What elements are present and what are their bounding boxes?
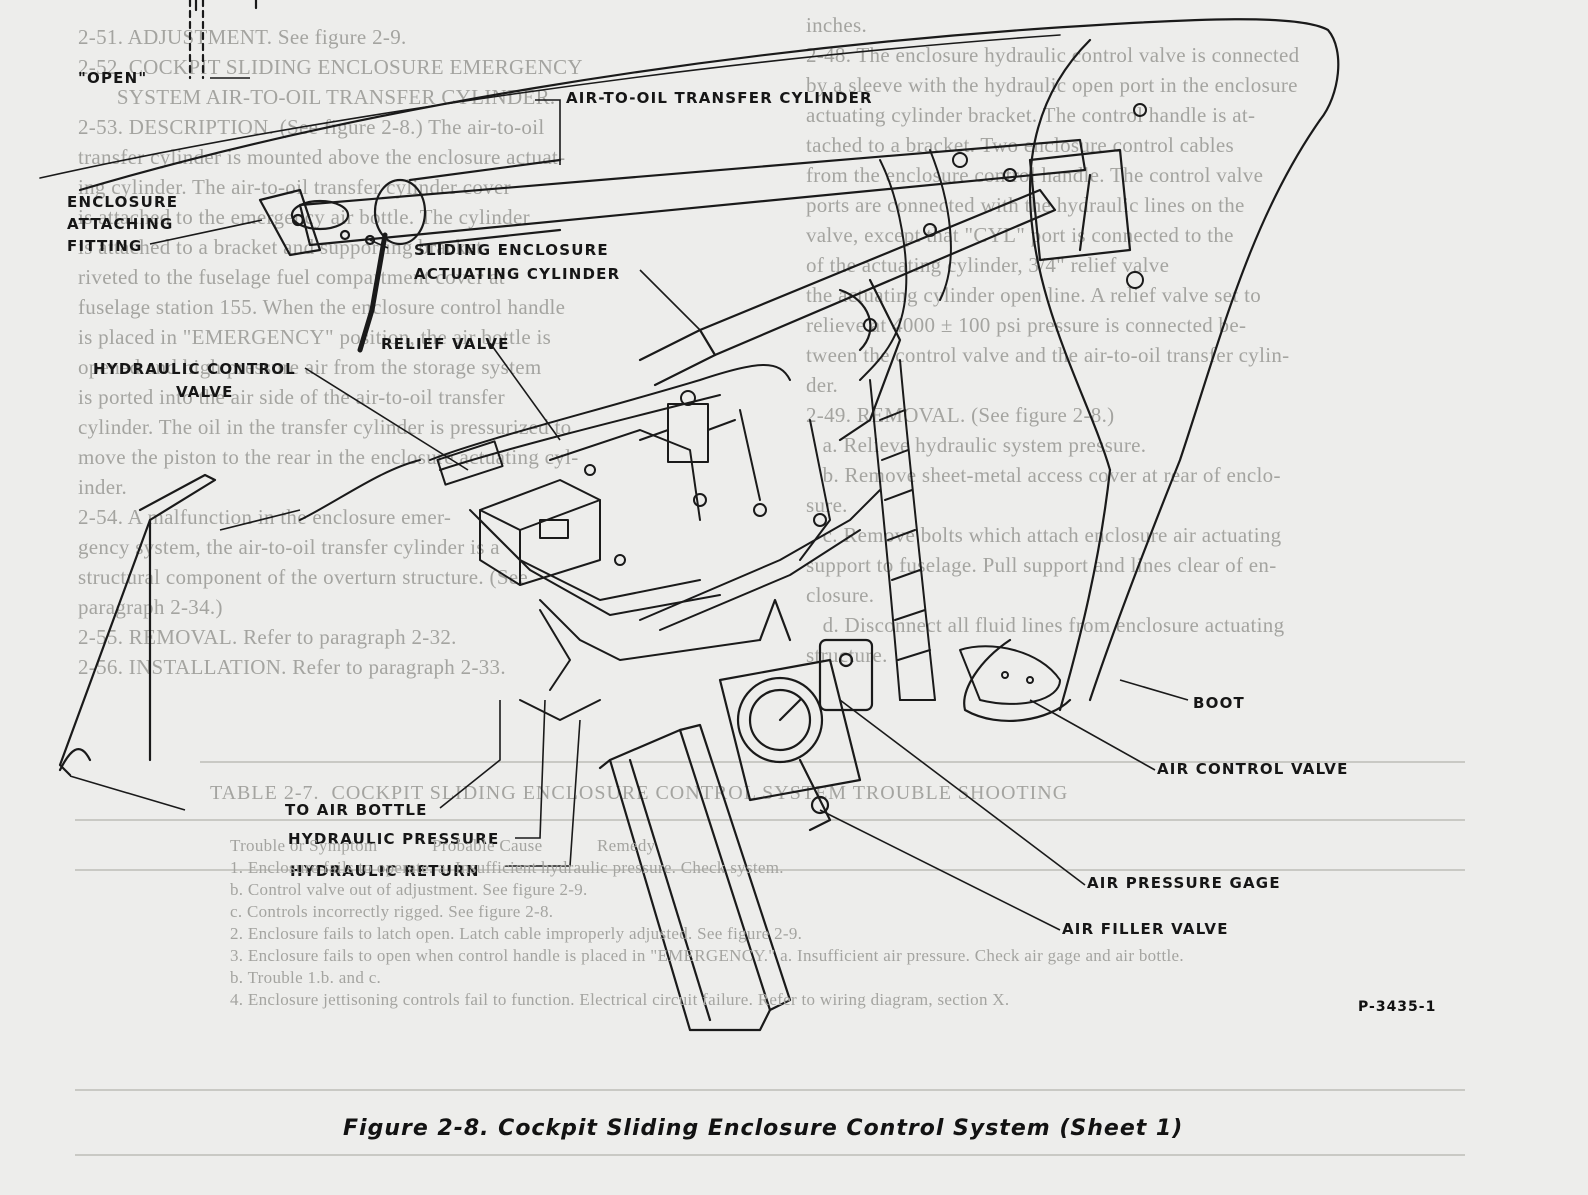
bleed-table-row: 2. Enclosure fails to latch open. Latch …: [230, 924, 803, 943]
canopy-frame: [78, 18, 1340, 192]
enclosure-attaching-fitting: [258, 188, 376, 257]
bleed-table-header: Trouble or Symptom Probable Cause Remedy: [230, 836, 656, 855]
bleed-table-row: b. Trouble 1.b. and c.: [230, 968, 382, 987]
label-to-air-bottle: TO AIR BOTTLE: [285, 801, 428, 819]
line-fittings: [584, 103, 1147, 566]
bleed-right-line: the actuating cylinder open line. A reli…: [806, 283, 1262, 307]
air-control-valve: [758, 598, 874, 712]
open-position-indicator: [188, 0, 258, 80]
label-air-pressure-gage: AIR PRESSURE GAGE: [1087, 874, 1281, 892]
bleed-right-line: support to fuselage. Pull support and li…: [806, 553, 1277, 577]
part-number: P-3435-1: [1358, 999, 1437, 1015]
bleed-right-line: actuating cylinder bracket. The control …: [806, 103, 1256, 127]
bleed-right-line: c. Remove bolts which attach enclosure a…: [806, 523, 1282, 547]
bleed-left-line: 2-55. REMOVAL. Refer to paragraph 2-32.: [78, 625, 457, 649]
bleed-right-line: ports are connected with the hydraulic l…: [806, 193, 1245, 217]
label-enclosure-line2: ATTACHING: [67, 215, 174, 233]
label-hydraulic-return: HYDRAULIC RETURN: [290, 862, 480, 880]
left-bulkhead-panel: [58, 473, 217, 777]
bleed-left-line: transfer cylinder is mounted above the e…: [78, 145, 566, 169]
figure-caption: Figure 2-8. Cockpit Sliding Enclosure Co…: [343, 1116, 1184, 1141]
label-open: "OPEN": [78, 69, 148, 87]
label-air-filler-valve: AIR FILLER VALVE: [1062, 920, 1229, 938]
bleed-right-line: tached to a bracket. Two enclosure contr…: [806, 133, 1235, 157]
label-air-control-valve: AIR CONTROL VALVE: [1157, 760, 1349, 778]
table-rules: [75, 761, 1465, 1156]
label-enclosure-line1: ENCLOSURE: [67, 193, 179, 211]
bleed-right-line: relieve at 4000 ± 100 psi pressure is co…: [806, 313, 1247, 337]
label-hydraulic-control-valve-line2: VALVE: [176, 383, 234, 401]
bleed-left-line: is attached to the emergency air bottle.…: [78, 205, 530, 229]
bleed-left-line: is ported into the air side of the air-t…: [78, 385, 505, 409]
bleed-left-line: is placed in "EMERGENCY" position, the a…: [78, 325, 552, 349]
bleed-left-line: 2-51. ADJUSTMENT. See figure 2-9.: [78, 25, 407, 49]
relief-valve: [639, 390, 736, 463]
label-sliding-enclosure-line2: ACTUATING CYLINDER: [414, 265, 621, 283]
plumbing-lines: [299, 149, 952, 721]
bleed-left-line: SYSTEM AIR-TO-OIL TRANSFER CYLINDER.: [78, 85, 556, 109]
bleed-left-line: gency system, the air-to-oil transfer cy…: [78, 535, 500, 559]
bleed-table-body: Trouble or Symptom Probable Cause Remedy…: [230, 835, 1184, 1011]
air-pressure-gage: [718, 658, 862, 802]
floor-bracket: [598, 723, 792, 1032]
label-hydraulic-control-valve-line1: HYDRAULIC CONTROL: [93, 360, 296, 378]
bleed-left-line: structural component of the overturn str…: [78, 565, 529, 589]
bleed-table-row: c. Controls incorrectly rigged. See figu…: [230, 902, 554, 921]
bleed-left-line: inder.: [78, 475, 128, 499]
bleed-left-line: ing cylinder. The air-to-oil transfer cy…: [78, 175, 511, 199]
label-hydraulic-pressure: HYDRAULIC PRESSURE: [288, 830, 500, 848]
bleed-left-line: 2-53. DESCRIPTION. (See figure 2-8.) The…: [78, 115, 545, 139]
bleed-right-line: der.: [806, 373, 839, 397]
label-boot: BOOT: [1193, 694, 1245, 712]
label-enclosure-line3: FITTING: [67, 237, 143, 255]
bleed-left-line: 2-54. A malfunction in the enclosure eme…: [78, 505, 452, 529]
bleed-table-row: b. Control valve out of adjustment. See …: [230, 880, 588, 899]
bleed-right-line: b. Remove sheet-metal access cover at re…: [806, 463, 1281, 487]
bleed-table-row: 4. Enclosure jettisoning controls fail t…: [230, 990, 1010, 1009]
hydraulic-control-valve: [436, 440, 601, 586]
bleed-right-line: closure.: [806, 583, 875, 607]
bleed-left-line: 2-52. COCKPIT SLIDING ENCLOSURE EMERGENC…: [78, 55, 583, 79]
bleed-left-line: 2-56. INSTALLATION. Refer to paragraph 2…: [78, 655, 506, 679]
bleed-text-right: inches.2-48. The enclosure hydraulic con…: [806, 10, 1299, 670]
air-filler-valve: [798, 758, 832, 832]
bleed-right-line: tween the control valve and the air-to-o…: [806, 343, 1290, 367]
label-sliding-enclosure-line1: SLIDING ENCLOSURE: [414, 241, 609, 259]
bleed-right-line: by a sleeve with the hydraulic open port…: [806, 73, 1298, 97]
bleed-table-row: 3. Enclosure fails to open when control …: [230, 946, 1184, 965]
bleed-left-line: riveted to the fuselage fuel compartment…: [78, 265, 505, 289]
bleed-right-line: d. Disconnect all fluid lines from enclo…: [806, 613, 1285, 637]
bleed-right-line: from the enclosure control handle. The c…: [806, 163, 1264, 187]
bleed-left-line: fuselage station 155. When the enclosure…: [78, 295, 566, 319]
bleed-text-left: 2-51. ADJUSTMENT. See figure 2-9. 2-52. C…: [78, 22, 583, 682]
leader-lines: [69, 77, 1189, 931]
air-to-oil-transfer-cylinder: [290, 138, 1132, 262]
bleed-right-line: valve, except that "CYL" port is connect…: [806, 223, 1234, 247]
label-relief-valve: RELIEF VALVE: [381, 335, 510, 353]
sliding-enclosure-actuating-cylinder: [638, 188, 1057, 442]
boot: [869, 359, 1061, 705]
bleed-right-line: of the actuating cylinder, 3/4" relief v…: [806, 253, 1170, 277]
bleed-right-line: inches.: [806, 13, 867, 37]
bleed-left-line: cylinder. The oil in the transfer cylind…: [78, 415, 572, 439]
bleed-table-row: 1. Enclosure fails to operate. a. Insuff…: [230, 858, 784, 877]
fuselage-skin: [1058, 468, 1112, 712]
hydraulic-hose: [357, 232, 388, 353]
label-air-to-oil-transfer-cylinder: AIR-TO-OIL TRANSFER CYLINDER: [566, 89, 873, 107]
bleed-left-line: opened and high pressure air from the st…: [78, 355, 542, 379]
